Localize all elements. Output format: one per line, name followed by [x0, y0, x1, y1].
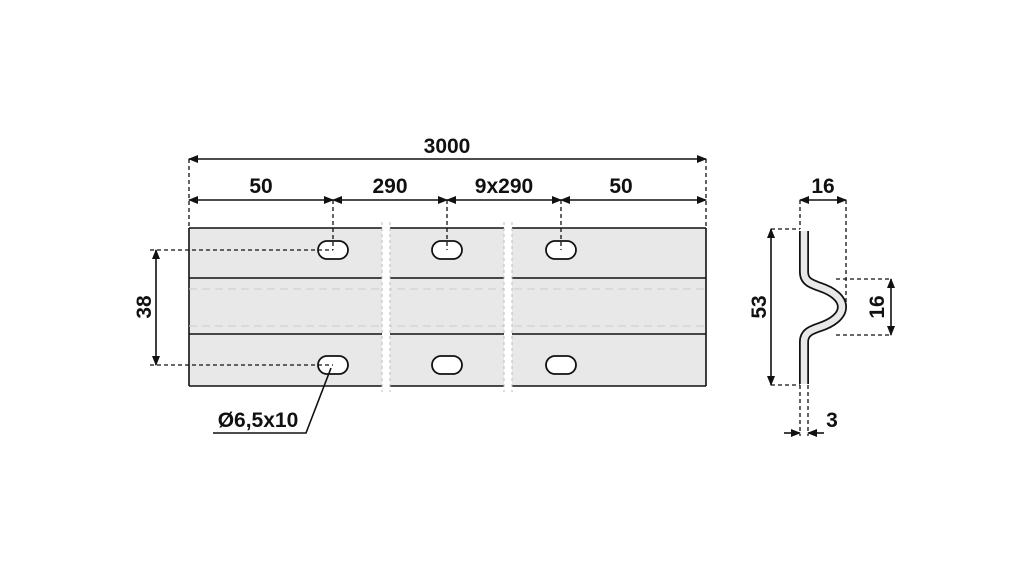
segment-label: 50 — [249, 175, 272, 198]
segment-label: 50 — [609, 175, 632, 198]
hole-spacing-label: 38 — [133, 295, 156, 319]
profile-section — [799, 231, 848, 384]
overall-length-label: 3000 — [424, 135, 471, 158]
segment-label: 290 — [372, 175, 407, 198]
break-gap — [503, 222, 513, 392]
bump-height-label: 16 — [866, 295, 889, 318]
leader-line — [213, 367, 332, 434]
height-label: 53 — [748, 295, 771, 318]
slot-hole — [431, 355, 463, 375]
hole-callout: Ø6,5x10 — [218, 409, 299, 432]
side-view: 16 53 16 3 — [748, 175, 895, 437]
break-gap — [381, 222, 391, 392]
front-view: 3000 50 290 9x290 50 38 Ø6,5x10 — [133, 135, 707, 434]
slot-hole — [545, 355, 577, 375]
thickness-label: 3 — [826, 409, 838, 432]
bump-width-label: 16 — [811, 175, 834, 198]
segment-label: 9x290 — [475, 175, 533, 198]
